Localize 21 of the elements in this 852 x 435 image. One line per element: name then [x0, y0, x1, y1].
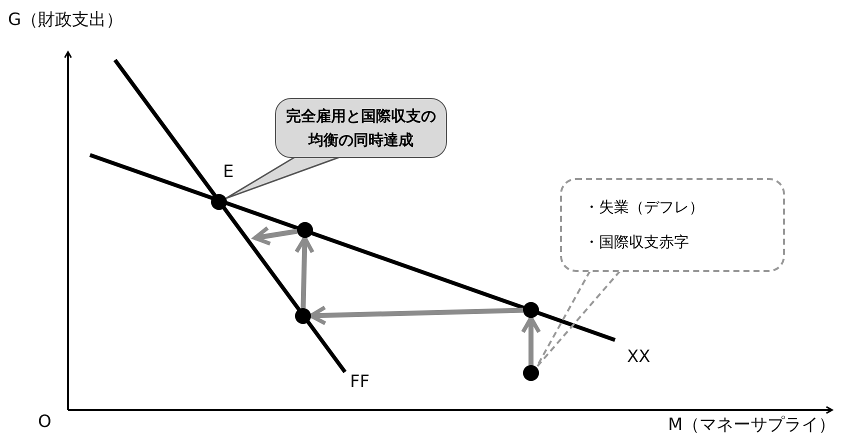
arrow — [253, 226, 298, 246]
callout-bubble — [560, 178, 785, 272]
point-dot — [211, 194, 227, 210]
point-dot — [523, 302, 539, 318]
point-dot — [297, 222, 313, 238]
line-label: XX — [627, 347, 650, 367]
origin-label: O — [38, 412, 52, 432]
arrow — [309, 305, 524, 326]
arrow — [294, 236, 314, 308]
bullet-text: ・失業（デフレ） — [584, 198, 704, 217]
callout-tail — [536, 270, 621, 368]
point-dot — [523, 365, 539, 381]
arrow — [521, 316, 541, 365]
axis-label: G（財政支出） — [8, 9, 124, 31]
axis-label: M（マネーサプライ） — [668, 414, 836, 435]
line-label: FF — [350, 372, 370, 392]
point-dot — [295, 308, 311, 324]
point-label: E — [223, 162, 234, 182]
bullet-text: ・国際収支赤字 — [584, 233, 689, 252]
callout-text: 完全雇用と国際収支の均衡の同時達成 — [286, 106, 436, 151]
speech-tail — [225, 156, 341, 200]
